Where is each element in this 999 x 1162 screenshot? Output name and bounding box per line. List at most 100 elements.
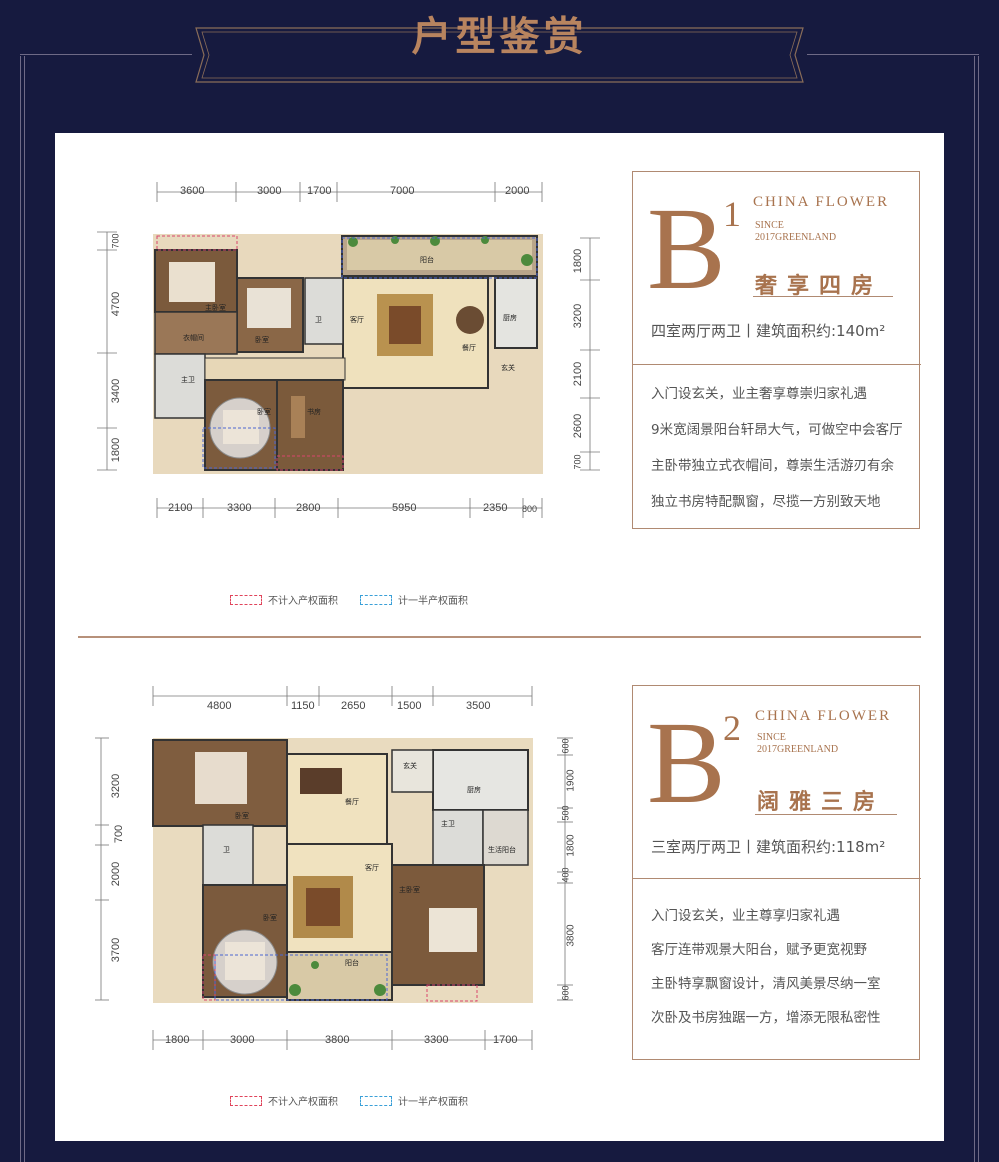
legend-swatch-blue (360, 594, 392, 605)
brand-name: CHINA FLOWER (753, 194, 890, 210)
info-box-b1: B 1 CHINA FLOWER SINCE 2017GREENLAND 奢享四… (632, 171, 921, 529)
dim-bottom: 3000 (230, 1034, 255, 1046)
dim-top: 3500 (466, 700, 491, 712)
plan-spec: 三室两厅两卫丨建筑面积约:118m² (651, 838, 886, 856)
dim-right: 3800 (565, 924, 577, 947)
dim-left: 2000 (110, 861, 123, 887)
floor-plan-b2: 卧室 餐厅 玄关 厨房 卫 主卫 生活阳台 客厅 主卧室 卧室 阳台 (95, 686, 573, 1050)
dim-bottom: 3300 (227, 502, 252, 514)
floor-plan-b1: 主卧室 衣帽间 卧室 阳台 客厅 餐厅 厨房 卧室 书房 主卫 卫 玄关 (97, 182, 600, 518)
dim-right: 600 (560, 985, 571, 1001)
dim-top: 3600 (180, 185, 205, 197)
room-label: 客厅 (365, 863, 379, 872)
room-label: 主卧室 (205, 303, 226, 312)
room-label: 厨房 (467, 785, 481, 794)
legend-label: 计一半产权面积 (398, 596, 468, 607)
legend-label: 计一半产权面积 (398, 1097, 468, 1108)
since-line: 2017GREENLAND (755, 232, 837, 243)
dim-left: 3700 (110, 937, 123, 963)
room-label: 卫 (223, 846, 230, 854)
dim-bottom: 3800 (325, 1034, 350, 1046)
legend-swatch-blue (360, 1095, 392, 1106)
room-label: 餐厅 (462, 343, 476, 352)
room-label: 主卫 (441, 819, 455, 828)
legend-excluded: 不计入产权面积 (230, 592, 338, 607)
dim-bottom: 2100 (168, 502, 193, 514)
dim-left: 4700 (110, 291, 123, 317)
dim-right: 3200 (572, 303, 585, 329)
legend-label: 不计入产权面积 (268, 596, 338, 607)
dim-right: 400 (560, 867, 571, 883)
plan-spec: 四室两厅两卫丨建筑面积约:140m² (651, 322, 886, 340)
plan-name: 奢享四房 (755, 274, 884, 299)
dim-top: 7000 (390, 185, 415, 197)
legend-swatch-red (230, 1095, 262, 1106)
dim-left: 1800 (110, 437, 123, 463)
room-label: 卧室 (257, 407, 271, 416)
legend-swatch-red (230, 594, 262, 605)
frame-line-top-right (807, 54, 979, 55)
room-label: 书房 (307, 407, 321, 416)
dim-bottom: 1800 (165, 1034, 190, 1046)
dim-bottom: 800 (522, 504, 538, 514)
room-label: 卫 (315, 316, 322, 324)
room-label: 阳台 (345, 958, 359, 967)
dim-bottom: 5950 (392, 502, 417, 514)
dim-bottom: 2800 (296, 502, 321, 514)
room-label: 厨房 (503, 313, 517, 322)
dim-left: 3200 (110, 773, 123, 799)
description-line: 9米宽阔景阳台轩昂大气，可做空中会客厅 (651, 422, 903, 438)
room-label: 衣帽间 (183, 333, 204, 342)
dim-right: 2600 (572, 413, 585, 439)
room-label: 阳台 (420, 255, 434, 264)
room-label: 主卫 (181, 375, 195, 384)
room-label: 生活阳台 (488, 845, 516, 854)
room-label: 客厅 (350, 315, 364, 324)
since-line: SINCE (755, 220, 784, 231)
room-label: 玄关 (403, 761, 417, 770)
dim-right: 500 (560, 805, 571, 821)
frame-line-left (20, 56, 21, 1162)
dim-top: 1150 (291, 700, 315, 712)
page-title: 户型鉴赏 (411, 14, 588, 60)
divider (755, 814, 897, 815)
legend-half: 计一半产权面积 (360, 592, 468, 607)
dim-right: 1800 (565, 834, 577, 857)
frame-line-left-inner (24, 56, 25, 1162)
room-label: 卧室 (235, 811, 249, 820)
frame-line-right (978, 56, 979, 1162)
plan-number: 1 (723, 194, 741, 234)
dim-left: 700 (110, 233, 121, 249)
dim-bottom: 2350 (483, 502, 508, 514)
description-line: 次卧及书房独踞一方，增添无限私密性 (651, 1010, 881, 1026)
divider (753, 296, 893, 297)
legend-half: 计一半产权面积 (360, 1093, 468, 1108)
dim-right: 700 (572, 454, 583, 470)
room-label: 卧室 (263, 913, 277, 922)
dim-right: 1800 (572, 248, 585, 274)
room-label: 玄关 (501, 363, 515, 372)
brand-name: CHINA FLOWER (755, 708, 892, 724)
room-label: 卧室 (255, 335, 269, 344)
legend-excluded: 不计入产权面积 (230, 1093, 338, 1108)
dim-top: 2650 (341, 700, 366, 712)
title-banner (195, 27, 804, 83)
dim-right: 2100 (572, 361, 585, 387)
dim-top: 1700 (307, 185, 332, 197)
frame-line-right-inner (974, 56, 975, 1162)
dim-top: 4800 (207, 700, 232, 712)
dim-left: 3400 (110, 378, 123, 404)
plan-name: 阔雅三房 (757, 790, 886, 815)
since-line: 2017GREENLAND (757, 744, 839, 755)
dim-left: 700 (113, 824, 126, 844)
dim-bottom: 1700 (493, 1034, 518, 1046)
description-line: 入门设玄关，业主奢享尊崇归家礼遇 (651, 386, 867, 402)
info-box-b2: B 2 CHINA FLOWER SINCE 2017GREENLAND 阔雅三… (632, 685, 921, 1060)
dim-top: 3000 (257, 185, 282, 197)
room-label: 餐厅 (345, 797, 359, 806)
description-line: 主卧特享飘窗设计，清风美景尽纳一室 (651, 976, 881, 992)
dim-bottom: 3300 (424, 1034, 449, 1046)
description-line: 入门设玄关，业主尊享归家礼遇 (651, 908, 840, 924)
description-line: 客厅连带观景大阳台，赋予更宽视野 (651, 942, 867, 958)
divider (633, 364, 921, 365)
